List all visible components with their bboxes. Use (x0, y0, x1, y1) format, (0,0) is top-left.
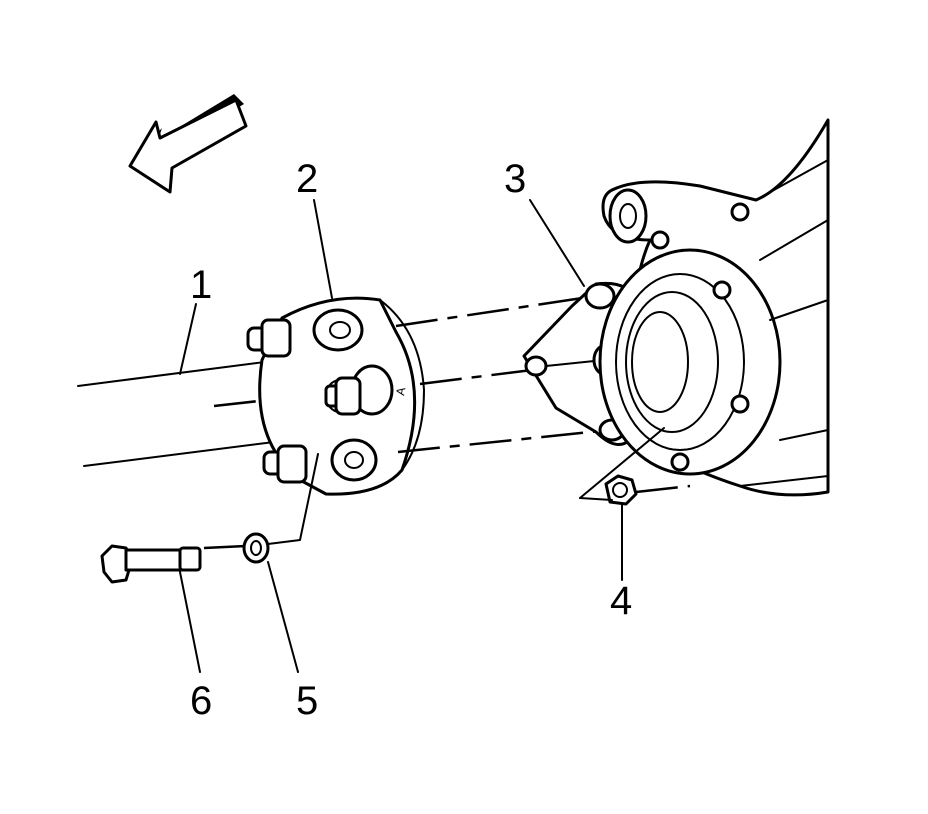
flex-coupling: A (246, 296, 425, 496)
callout-4: 4 (610, 579, 632, 623)
washer (242, 453, 319, 564)
leader-lines (179, 199, 623, 673)
direction-arrow-icon (128, 94, 248, 194)
alignment-lines (203, 294, 691, 550)
callout-2: 2 (296, 157, 318, 201)
bolt (100, 544, 202, 584)
differential-housing (598, 118, 830, 497)
callout-5: 5 (296, 679, 318, 723)
callout-1: 1 (190, 263, 212, 307)
callout-labels: 1 2 3 4 5 6 (190, 157, 632, 723)
callout-3: 3 (504, 157, 526, 201)
nut (579, 427, 665, 506)
svg-text:A: A (393, 386, 408, 396)
callout-6: 6 (190, 679, 212, 723)
